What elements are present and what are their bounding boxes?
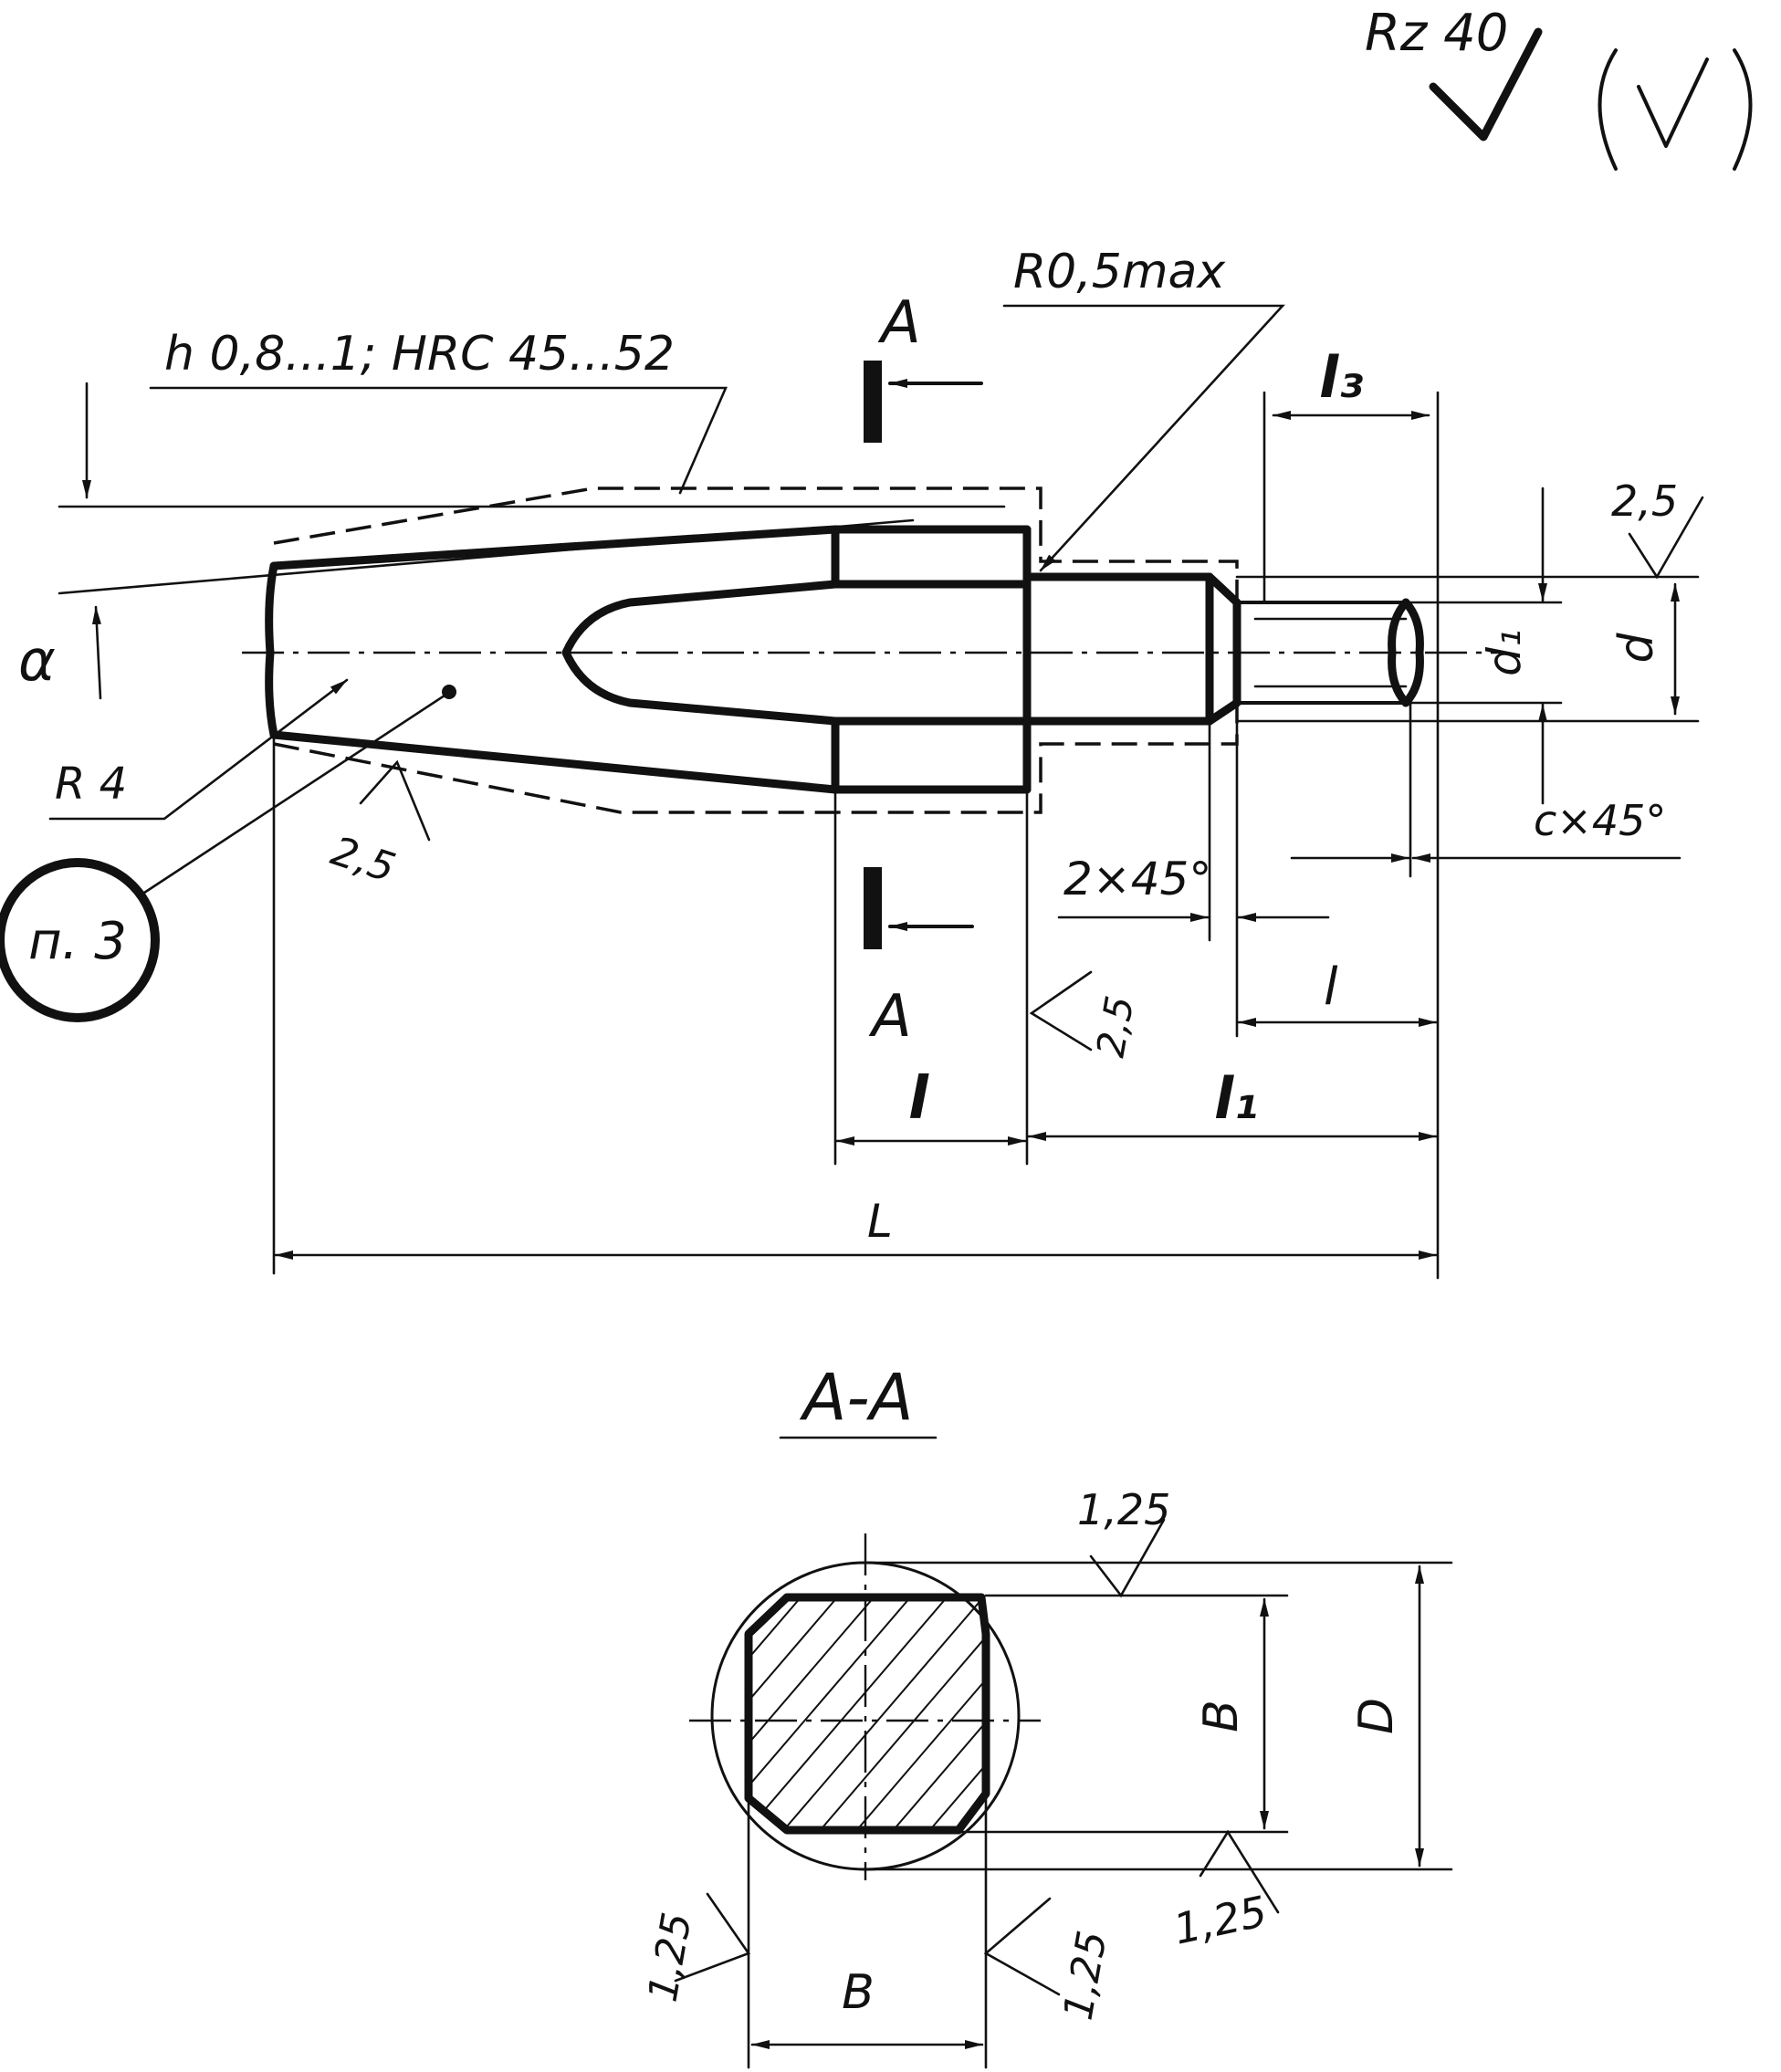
upper-taper-edge (269, 525, 1032, 570)
shoulder-roughness: 2,5 (1029, 970, 1143, 1061)
section-cut-bottom (864, 867, 882, 949)
note-ref-leader (140, 692, 449, 896)
roughness-value: Rz 40 (1365, 4, 1508, 63)
shank-roughness-value: 2,5 (1611, 476, 1678, 526)
shoulder-roughness-value: 2,5 (1088, 992, 1143, 1060)
shank-body (1022, 572, 1241, 726)
hardening-note-group: h 0,8...1; HRC 45...52 α (18, 327, 1006, 700)
note-ref-callout: п. 3 (0, 685, 456, 1022)
shoulder-roughness-check-icon (1029, 970, 1093, 1052)
lower-flat-step (831, 717, 1032, 794)
hardening-leader (149, 386, 728, 495)
radius-r4-callout: R 4 (48, 678, 349, 821)
roughness-bottom-value: 1,25 (1169, 1887, 1271, 1954)
dim-l1-label: l₁ (1214, 1065, 1258, 1132)
dim-d1-label: d₁ (1478, 629, 1531, 676)
roughness-top-check-icon (1089, 1518, 1166, 1598)
tip-face (265, 561, 278, 739)
dim-b-horizontal-label: B (842, 1965, 875, 2020)
upper-flat-step (831, 525, 1032, 589)
alpha-arrow-bottom (91, 605, 102, 700)
roughness-right-check-icon (983, 1897, 1061, 1996)
section-cut-top (864, 361, 882, 443)
section-letter-top: A (877, 289, 921, 357)
paren-right (1733, 48, 1753, 171)
radius-max-callout: R0,5max (1002, 245, 1285, 572)
roughness-check-icon (1429, 27, 1543, 141)
section-square (744, 1593, 990, 1835)
thread-inner (1253, 617, 1408, 688)
hardening-note: h 0,8...1; HRC 45...52 (164, 327, 675, 382)
thread-end-chamfer (1388, 598, 1424, 707)
note-ref-circle (0, 858, 160, 1022)
alpha-taper-line (58, 518, 915, 595)
taper-roughness: 2,5 (326, 759, 431, 892)
roughness-right-value: 1,25 (1055, 1928, 1116, 2024)
shank-roughness: 2,5 (1611, 476, 1704, 580)
section-letter-bottom: A (868, 983, 912, 1051)
lower-taper-edge (269, 730, 1032, 794)
main-view (242, 391, 1700, 1280)
taper-roughness-value: 2,5 (326, 828, 401, 892)
pointed-inner-profile (561, 580, 840, 726)
section-title: A-A (799, 1360, 913, 1435)
radius-r4-label: R 4 (55, 759, 127, 810)
radius-max-label: R0,5max (1013, 245, 1226, 299)
dim-total-length-label: L (867, 1195, 893, 1248)
dim-b-vertical-label: B (1194, 1700, 1249, 1732)
section-view: A-A B (640, 1360, 1453, 2069)
radius-r4-leader (48, 678, 349, 821)
radius-max-leader (1002, 304, 1285, 572)
taper-roughness-check-icon (359, 759, 431, 842)
section-markers: A A (864, 289, 983, 1051)
general-roughness-symbol: Rz 40 (1365, 4, 1753, 171)
roughness-left-check-icon (674, 1892, 751, 1983)
note-ref-dot (442, 685, 456, 699)
dim-c-label: c×45° (1534, 796, 1666, 845)
dim-2x45-label: 2×45° (1063, 853, 1211, 905)
dimensions: l₃ d d₁ c×45° 2×45° l l l₁ L (274, 344, 1681, 1260)
roughness-bottom-check-icon (1199, 1829, 1280, 1914)
blank-outline-top (273, 487, 1239, 602)
dim-d-label: d (1609, 633, 1664, 664)
alpha-label: α (18, 627, 56, 694)
note-ref-label: п. 3 (28, 912, 127, 971)
dim-l-label: l (908, 1065, 929, 1133)
roughness-left-value: 1,25 (640, 1910, 701, 2005)
roughness-check-small-icon (1637, 58, 1709, 148)
dim-l-thread-label: l (1324, 958, 1338, 1017)
dim-l3-label: l₃ (1319, 344, 1363, 411)
paren-left (1598, 48, 1618, 171)
shank-roughness-check-icon (1628, 496, 1704, 580)
dim-d-section-label: D (1349, 1698, 1404, 1734)
roughness-top-value: 1,25 (1077, 1485, 1170, 1534)
